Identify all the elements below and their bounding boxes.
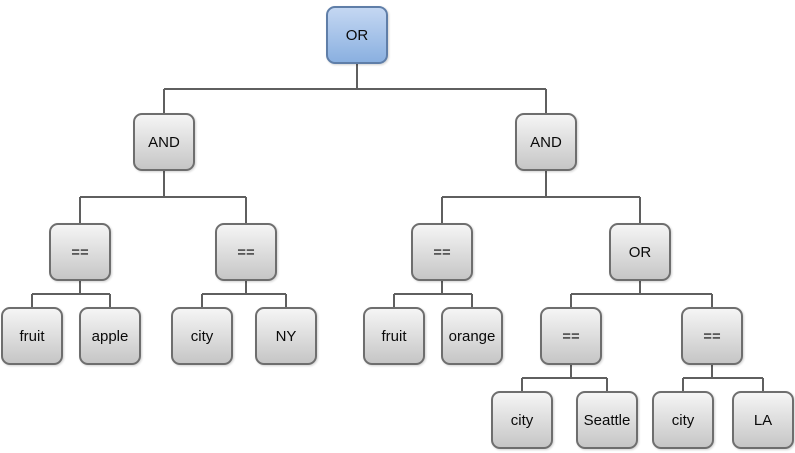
- node-operand-apple: apple: [79, 307, 141, 365]
- node-eq-city-la: ==: [681, 307, 743, 365]
- node-eq-fruit-apple: ==: [49, 223, 111, 281]
- node-eq-city-ny: ==: [215, 223, 277, 281]
- node-operand-city-3: city: [652, 391, 714, 449]
- node-operand-fruit-2: fruit: [363, 307, 425, 365]
- node-operand-city-1: city: [171, 307, 233, 365]
- node-operand-seattle: Seattle: [576, 391, 638, 449]
- node-or-inner: OR: [609, 223, 671, 281]
- node-operand-la: LA: [732, 391, 794, 449]
- node-and-right: AND: [515, 113, 577, 171]
- node-eq-fruit-orange: ==: [411, 223, 473, 281]
- node-operand-orange: orange: [441, 307, 503, 365]
- node-root-or: OR: [326, 6, 388, 64]
- node-and-left: AND: [133, 113, 195, 171]
- node-eq-city-seattle: ==: [540, 307, 602, 365]
- node-operand-ny: NY: [255, 307, 317, 365]
- node-operand-fruit-1: fruit: [1, 307, 63, 365]
- node-operand-city-2: city: [491, 391, 553, 449]
